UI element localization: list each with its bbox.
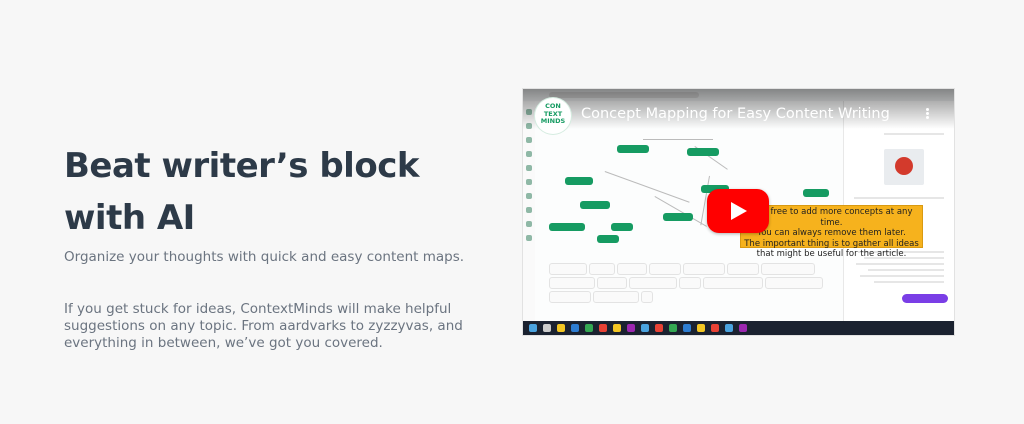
more-options-icon[interactable] [926, 108, 942, 119]
youtube-play-icon[interactable] [707, 189, 769, 233]
tomato-image [884, 149, 924, 185]
video-taskbar [523, 321, 954, 335]
help-button [902, 294, 948, 303]
video-title-overlay [523, 89, 954, 129]
video-tooltip-callout: Feel free to add more concepts at any ti… [740, 205, 923, 259]
video-title[interactable]: Concept Mapping for Easy Content Writing [581, 106, 890, 122]
hero-paragraph-intro: Organize your thoughts with quick and ea… [64, 249, 465, 265]
hero-headline: Beat writer’s block with AI [64, 146, 419, 238]
contextminds-logo: CON TEXT MINDS [535, 98, 571, 134]
video-player[interactable]: CON TEXT MINDS Concept Mapping for Easy … [522, 88, 955, 336]
hero-paragraph-suggestions: If you get stuck for ideas, ContextMinds… [64, 301, 463, 351]
